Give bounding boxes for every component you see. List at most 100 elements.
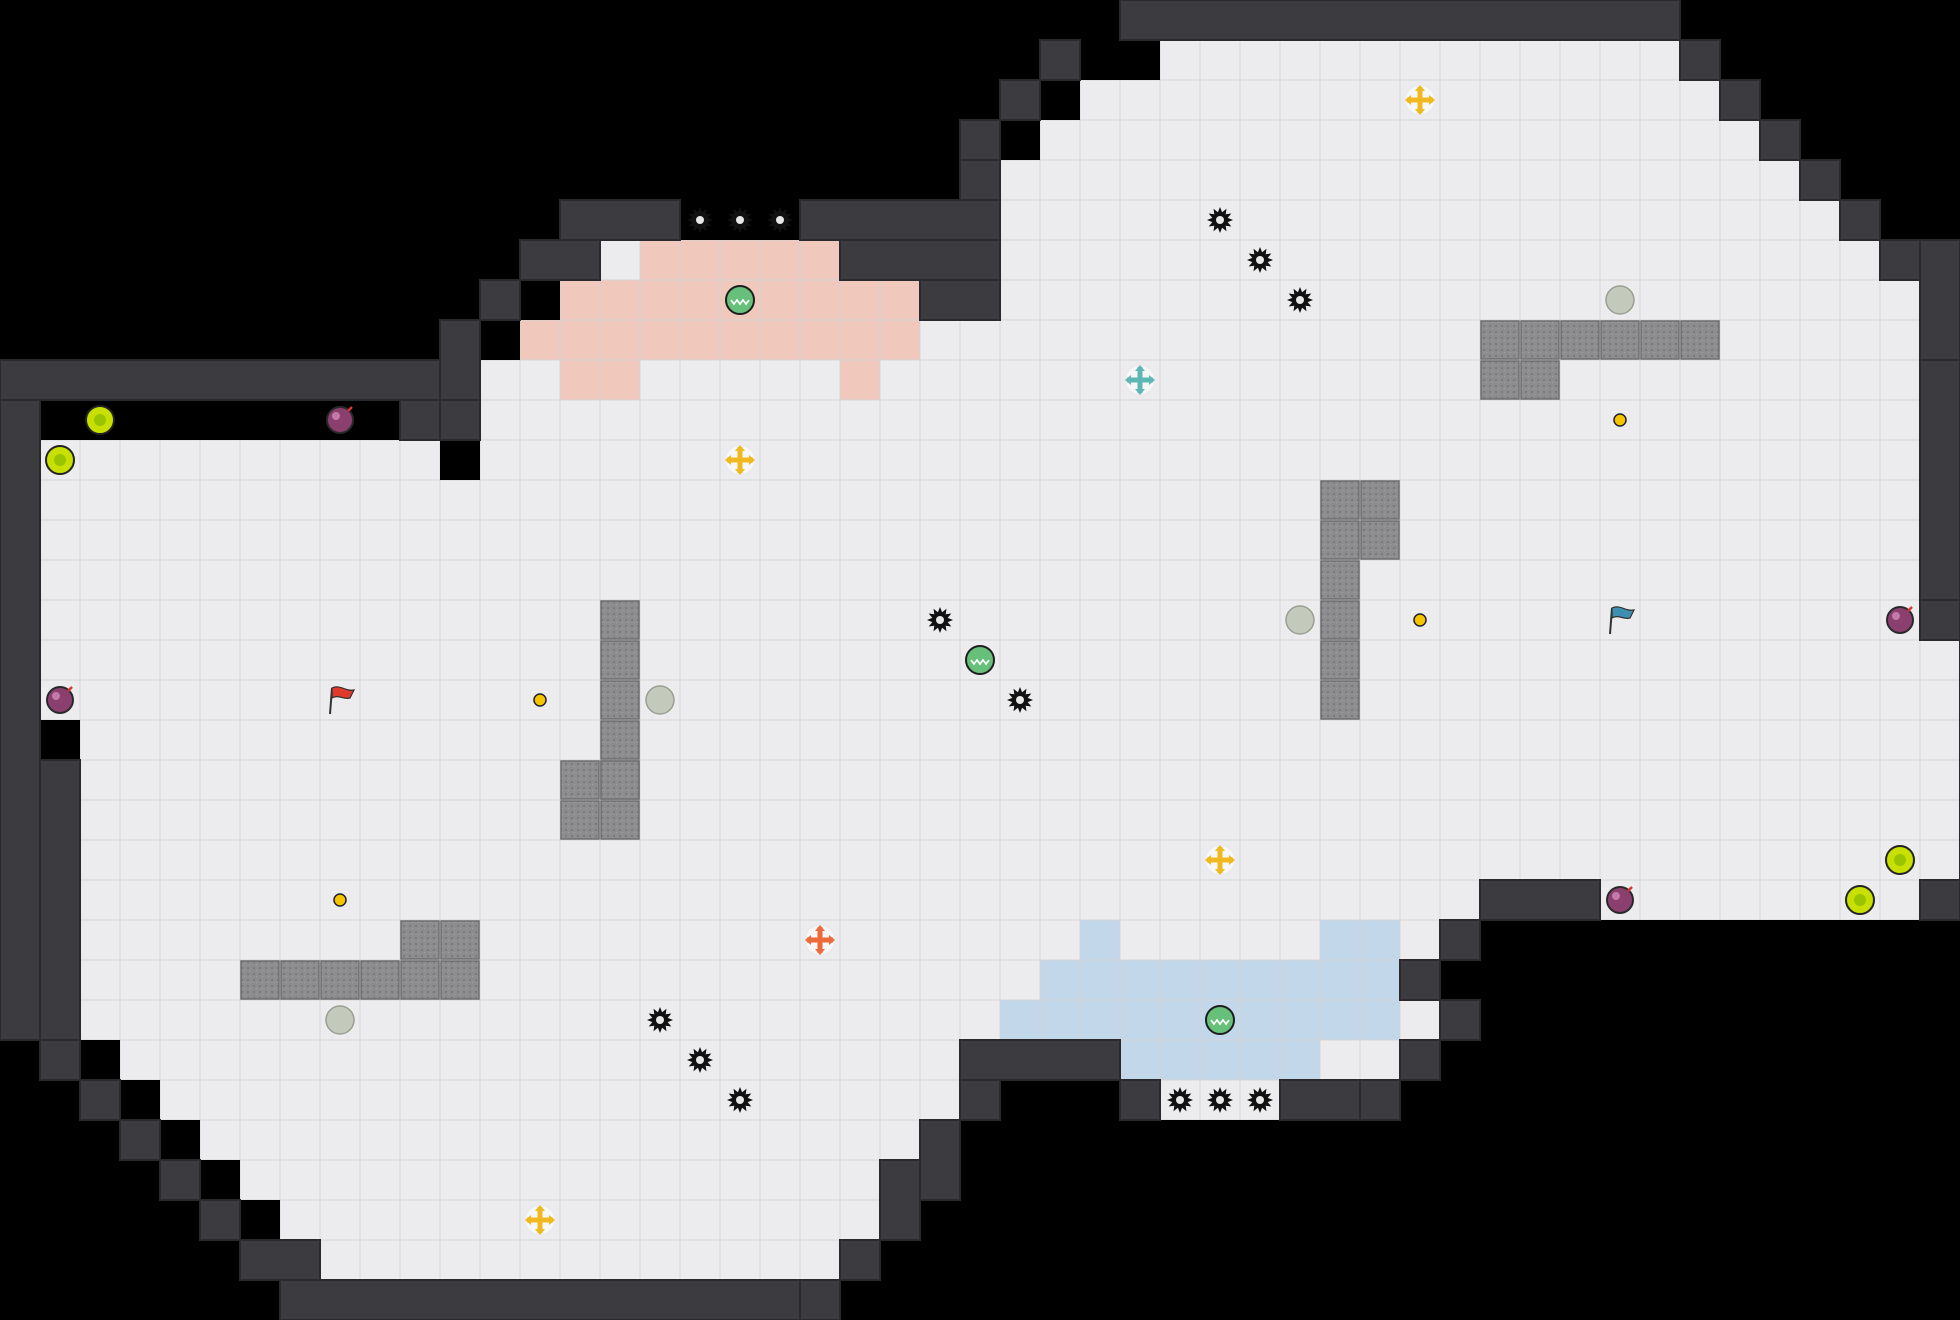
obstacle-block [1320,640,1360,680]
portal-icon[interactable] [1605,285,1635,315]
wall-tile [1799,159,1841,201]
spike-mine-icon [687,207,713,233]
wall-tile [959,1039,1121,1081]
pellet-icon[interactable] [533,693,547,707]
wall-tile [1919,239,1960,361]
wall-tile [1479,879,1601,921]
obstacle-block [560,800,600,840]
obstacle-block [1600,320,1640,360]
portal-icon[interactable] [325,1005,355,1035]
floor-tile-run [40,560,1920,600]
wall-tile [559,199,681,241]
obstacle-block [600,760,640,800]
wall-tile [479,279,521,321]
wall-tile [1839,199,1881,241]
portal-icon[interactable] [645,685,675,715]
floor-tile-run [480,360,520,400]
wall-tile [1119,1079,1161,1121]
wall-tile [999,79,1041,121]
portal-icon[interactable] [1285,605,1315,635]
spike-mine-icon [1287,287,1313,313]
obstacle-block [600,600,640,640]
spike-mine-icon [1167,1087,1193,1113]
obstacle-block [400,960,440,1000]
powerup-gold-icon[interactable] [525,1205,555,1235]
powerup-gold-icon[interactable] [1405,85,1435,115]
pellet-icon[interactable] [1613,413,1627,427]
powerup-gold-icon[interactable] [1205,845,1235,875]
red-base-zone [640,240,840,280]
team-ball-icon[interactable] [1205,1005,1235,1035]
floor-tile-run [80,720,1960,760]
obstacle-block [1480,320,1520,360]
obstacle-block [440,920,480,960]
bomb-icon[interactable] [326,406,354,434]
floor-tile-run [80,840,1960,880]
floor-tile-run [1160,40,1680,80]
floor-tile-run [160,1080,1000,1120]
powerup-gold-icon[interactable] [725,445,755,475]
wall-tile [119,1119,161,1161]
wall-tile [239,1239,321,1281]
wall-tile [1919,599,1960,641]
bomb-icon[interactable] [1886,606,1914,634]
obstacle-block [1360,520,1400,560]
blue-base-zone [1080,920,1120,960]
spike-mine-icon [1207,1087,1233,1113]
wall-tile [1919,359,1960,601]
team-ball-icon[interactable] [965,645,995,675]
spike-mine-icon [1247,247,1273,273]
pellet-icon[interactable] [333,893,347,907]
pellet-icon[interactable] [1413,613,1427,627]
wall-tile [1399,1039,1441,1081]
wall-tile [799,199,1001,241]
obstacle-block [320,960,360,1000]
wall-tile [1719,79,1761,121]
bomb-icon[interactable] [46,686,74,714]
wall-tile [519,239,601,281]
spike-mine-icon [647,1007,673,1033]
speed-boost-icon[interactable] [85,405,115,435]
wall-tile [279,1279,801,1320]
wall-tile [439,319,481,401]
wall-tile [39,1039,81,1081]
red-base-zone [840,360,880,400]
blue-flag-icon[interactable] [1609,606,1636,635]
powerup-teal-icon[interactable] [1125,365,1155,395]
speed-boost-icon[interactable] [1885,845,1915,875]
obstacle-block [440,960,480,1000]
blue-base-zone [1120,1040,1320,1080]
speed-boost-icon[interactable] [1845,885,1875,915]
spike-mine-icon [767,207,793,233]
powerup-orange-icon[interactable] [805,925,835,955]
wall-tile [199,1199,241,1241]
obstacle-block [360,960,400,1000]
wall-tile [0,359,441,401]
wall-tile [1439,919,1481,961]
wall-tile [79,1079,121,1121]
wall-tile [1759,119,1801,161]
team-ball-icon[interactable] [725,285,755,315]
wall-tile [879,1159,921,1241]
floor-tile-run [1000,200,1840,240]
bomb-icon[interactable] [1606,886,1634,914]
red-flag-icon[interactable] [329,686,356,715]
floor-tile-run [920,400,1920,440]
entities-layer[interactable] [45,85,1915,1235]
obstacle-block [1320,520,1360,560]
wall-tile [839,239,1001,281]
spike-mine-icon [1247,1087,1273,1113]
floor-tile-run [320,1240,840,1280]
speed-boost-icon[interactable] [45,445,75,475]
floor-tile-run [240,1160,920,1200]
wall-tile [1399,959,1441,1001]
floor-tile-run [80,760,1960,800]
obstacle-block [400,920,440,960]
floor-tile-run [1600,880,1960,920]
wall-tile [1679,39,1721,81]
obstacle-block [1560,320,1600,360]
floor-tile-run [920,320,1920,360]
